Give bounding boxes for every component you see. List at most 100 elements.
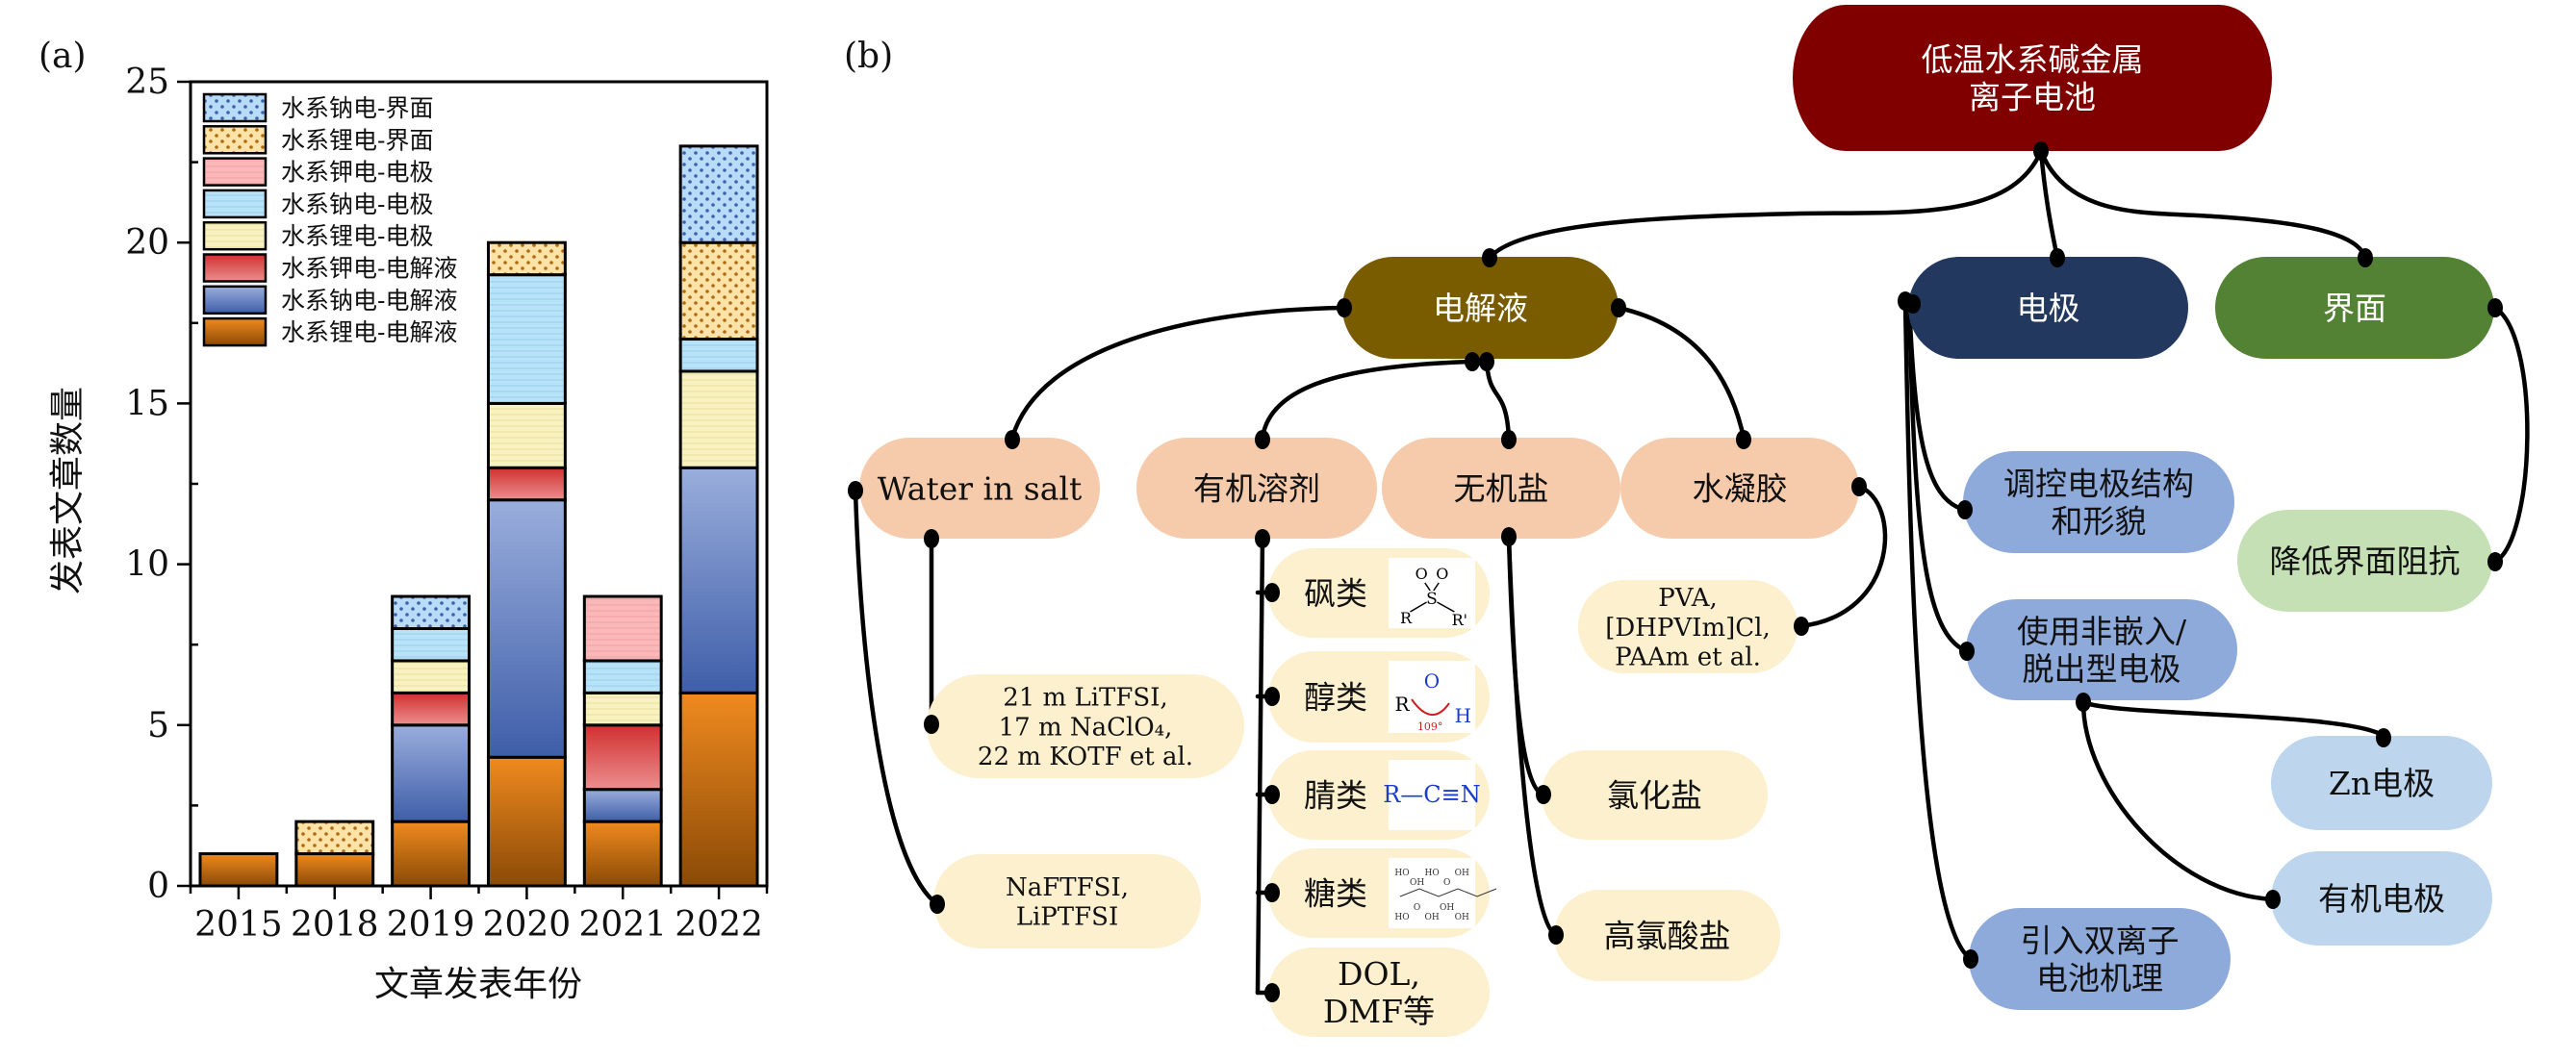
node-interface: 界面 [2215,257,2494,359]
node-chloride: 氯化盐 [1542,750,1768,840]
node-shape [2237,510,2492,612]
structure-background [1389,661,1475,733]
node-perchlorate: 高氯酸盐 [1554,890,1780,981]
node-label: 电池机理 [2036,959,2163,997]
node-shape [1963,451,2234,553]
bar-segment-2015-0 [198,852,279,888]
node-label: 22 m KOTF et al. [978,743,1193,771]
node-label: 高氯酸盐 [1604,917,1731,954]
connector-nonintercalation-organic [2080,699,2276,902]
bar-segment-2022-4 [678,338,759,373]
node-shape [933,854,1201,948]
node-shape [2215,257,2494,359]
connector-electrode-nonintercalation [1906,299,1970,654]
node-label: 糖类 [1304,874,1367,912]
node-label: 降低界面阻抗 [2270,543,2461,580]
structure-atom: 109° [1417,720,1443,733]
node-shape [1793,5,2272,151]
legend-label: 水系钠电-电解液 [281,287,457,315]
node-dol-dmf: DOL,DMF等 [1268,947,1490,1037]
node-label: 有机溶剂 [1193,469,1320,507]
connector-dot [924,529,939,548]
connector-dot [1264,785,1280,804]
legend: 水系钠电-界面水系锂电-界面水系钾电-电极水系钠电-电极水系锂电-电极水系钾电-… [202,92,457,347]
connector-dot [1963,949,1978,969]
structure-atom: O [1424,669,1440,693]
node-label: 和形貌 [2052,502,2147,540]
legend-swatch [202,92,268,123]
connector-root-electrode [2038,148,2060,261]
node-label: 砜类 [1304,574,1367,612]
y-tick-label: 0 [147,867,169,906]
node-shape [1554,890,1780,981]
connector-root-interface [2038,148,2368,261]
node-label: 界面 [2323,290,2386,327]
connector-dot [930,895,945,914]
node-label: 有机电极 [2318,880,2445,918]
bar-segment-2019-4 [391,626,472,663]
node-label: NaFTFSI, [1006,873,1129,902]
connector-dot [2076,693,2091,712]
connector-dot [2050,248,2065,267]
connector-nonintercalation-zn [2080,699,2386,739]
connector-dot [1905,294,1921,314]
node-shape [1382,438,1620,539]
panel-b-label: (b) [844,37,893,76]
node-label: 氯化盐 [1607,776,1702,814]
structure-atom: R [1394,693,1410,716]
bar-segment-2022-1 [678,466,759,694]
connector-dot [1465,352,1480,371]
node-organic-solvent: 有机溶剂 [1136,438,1377,539]
bar-segment-2020-1 [486,498,567,759]
structure-atom: OH [1455,913,1469,922]
node-zn-electrode: Zn电极 [2271,736,2492,830]
node-shape [927,674,1244,778]
structure-atom: OH [1410,878,1424,888]
connector-dot [1255,430,1270,449]
nitrile-structure-icon: R—C≡N [1383,760,1481,830]
node-electrolyte: 电解液 [1342,257,1619,359]
connector-dot [1482,248,1497,267]
node-water-in-salt: Water in salt [859,438,1100,539]
connector-dot [1479,352,1494,371]
x-tick-label: 2021 [578,905,667,945]
node-label: 水凝胶 [1693,469,1788,507]
connector-dot [1736,430,1751,449]
legend-label: 水系锂电-电极 [281,222,433,250]
bar-segment-2020-0 [486,755,567,888]
connector-dot [2033,141,2049,161]
connector-dot [2376,728,2391,747]
bar-segment-2021-3 [582,691,663,727]
connector-dot [2487,552,2503,571]
node-label: LiPTFSI [1016,903,1119,932]
node-label: DMF等 [1323,993,1435,1030]
node-hydrogel: 水凝胶 [1620,438,1859,539]
connector-dot [1794,617,1809,636]
connector-hydrogel-examples [1797,484,1888,629]
node-shape [1620,438,1859,539]
structure-background [1389,760,1475,830]
x-axis-title: 文章发表年份 [374,965,582,1004]
panel-a-label: (a) [38,37,87,76]
connector-dot [1501,430,1517,449]
structure-atom: R [1400,609,1413,627]
bar-segment-2021-2 [582,723,663,792]
legend-label: 水系钾电-电解液 [281,255,457,283]
structure-atom: O [1414,903,1420,913]
bars-layer [198,144,759,888]
connector-interface-impedance [2492,305,2530,565]
node-label: PVA, [1658,584,1718,613]
bar-segment-2021-5 [582,594,663,663]
bar-segment-2022-3 [678,369,759,469]
bar-segment-2019-2 [391,691,472,727]
node-label: Water in salt [878,469,1083,507]
legend-label: 水系钠电-电极 [281,190,433,218]
connector-root-electrolyte [1487,148,2044,261]
